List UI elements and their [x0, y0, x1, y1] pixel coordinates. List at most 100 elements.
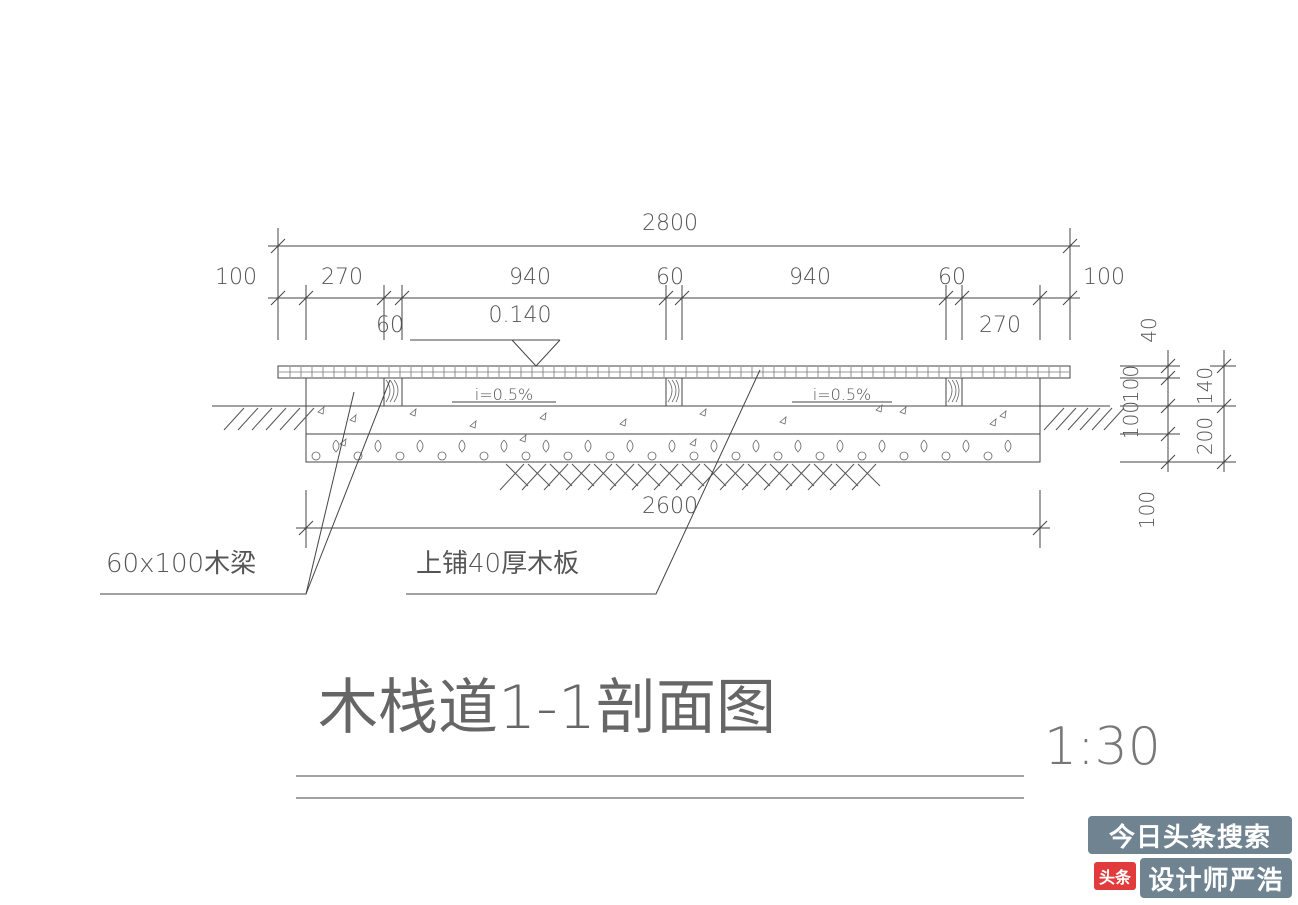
ground-hatch-line	[251, 407, 273, 431]
ground-hatch-line	[1079, 407, 1101, 431]
dim-940-a: 940	[509, 265, 551, 290]
subsoil-hatch-line	[593, 463, 617, 487]
elevation-value: 0.140	[489, 303, 552, 328]
concrete-triangle	[409, 408, 417, 417]
gravel-stone	[752, 439, 760, 453]
structure	[305, 377, 1041, 463]
top-dimension-lines	[268, 228, 1080, 340]
label-beam: 60x100木梁	[106, 549, 256, 579]
gravel-stone	[332, 439, 340, 453]
watermark-author: 设计师严浩	[1140, 858, 1292, 898]
dim-v-140: 140	[1193, 367, 1217, 405]
dim-left-100: 100	[215, 265, 257, 290]
gravel-circle	[311, 451, 321, 461]
concrete-triangle	[699, 408, 707, 417]
subsoil-hatch-line	[527, 463, 551, 487]
gravel-circle	[731, 451, 741, 461]
subsoil-hatch-line	[631, 463, 657, 491]
concrete-aggregate	[317, 404, 1007, 447]
concrete-triangle	[469, 420, 477, 429]
subsoil-hatch-line	[769, 463, 793, 487]
gravel-circle	[983, 451, 993, 461]
title-underlines	[296, 775, 1024, 799]
beam-hatch	[385, 379, 960, 403]
subsoil-hatch-line	[543, 463, 569, 491]
concrete-triangle	[339, 438, 347, 447]
gravel-circle	[941, 451, 951, 461]
drawing-scale: 1:30	[1044, 717, 1161, 777]
gravel-circle	[605, 451, 615, 461]
right-dimensions	[1120, 350, 1236, 472]
ground-hatch	[223, 407, 1125, 491]
subsoil-hatch-line	[785, 463, 811, 491]
subsoil-hatch-line	[681, 463, 705, 487]
subsoil-hatch-line	[549, 463, 573, 487]
gravel-circle	[773, 451, 783, 461]
label-deck: 上铺40厚木板	[416, 549, 579, 579]
gravel-stone	[962, 439, 970, 453]
subsoil-hatch-line	[835, 463, 859, 487]
gravel-stone	[668, 439, 676, 453]
gravel-circle	[353, 451, 363, 461]
ground-hatch-line	[223, 407, 245, 431]
ground-hatch-line	[279, 407, 301, 431]
gravel-circle	[437, 451, 447, 461]
gravel-stone	[584, 439, 592, 453]
subsoil-hatch-line	[719, 463, 745, 491]
concrete-triangle	[989, 418, 997, 427]
gravel-circle	[815, 451, 825, 461]
gravel-stone	[416, 439, 424, 453]
dim-bottom-2600: 2600	[642, 494, 698, 519]
ground-hatch-line	[265, 407, 287, 431]
subsoil-hatch-line	[615, 463, 639, 487]
gravel-aggregate	[311, 439, 1012, 461]
subsoil-hatch-line	[571, 463, 595, 487]
dim-v-40: 40	[1137, 317, 1161, 342]
gravel-stone	[626, 439, 634, 453]
subsoil-hatch-line	[505, 463, 529, 487]
concrete-triangle	[519, 434, 527, 443]
concrete-triangle	[619, 418, 627, 427]
gravel-stone	[794, 439, 802, 453]
gravel-stone	[458, 439, 466, 453]
concrete-triangle	[539, 412, 547, 421]
concrete-triangle	[317, 406, 325, 415]
subsoil-hatch-line	[747, 463, 771, 487]
dim-v-200: 200	[1193, 417, 1217, 455]
gravel-circle	[857, 451, 867, 461]
subsoil-hatch-line	[791, 463, 815, 487]
ground-hatch-line	[1103, 407, 1125, 431]
dim-60-left: 60	[376, 313, 404, 338]
subsoil-hatch-line	[521, 463, 547, 491]
subsoil-hatch-line	[499, 463, 525, 491]
dim-270-left: 270	[321, 265, 363, 290]
gravel-stone	[1004, 439, 1012, 453]
dim-total-2800: 2800	[642, 211, 698, 236]
dim-270-right: 270	[979, 313, 1021, 338]
ground-hatch-line	[293, 407, 315, 431]
gravel-circle	[689, 451, 699, 461]
ground-hatch-line	[237, 407, 259, 431]
subsoil-hatch-line	[653, 463, 679, 491]
subsoil-hatch-line	[857, 463, 881, 487]
gravel-stone	[374, 439, 382, 453]
gravel-stone	[878, 439, 886, 453]
gravel-circle	[647, 451, 657, 461]
watermark-search: 今日头条搜索	[1088, 816, 1292, 854]
dim-v-100-a: 100	[1119, 365, 1143, 403]
drawing-title: 木栈道1-1剖面图	[318, 673, 776, 743]
gravel-stone	[500, 439, 508, 453]
subsoil-hatch-line	[851, 463, 877, 491]
concrete-triangle	[999, 410, 1007, 419]
gravel-circle	[521, 451, 531, 461]
deck-plank-ticks	[289, 367, 1061, 377]
ground-hatch-line	[1043, 407, 1065, 431]
subsoil-hatch-line	[565, 463, 591, 491]
bottom-dimension	[296, 490, 1050, 548]
ground-hatch-line	[1067, 407, 1089, 431]
concrete-triangle	[689, 438, 697, 447]
gravel-circle	[563, 451, 573, 461]
watermark-logo-tag: 头条	[1094, 862, 1136, 890]
subsoil-hatch-line	[829, 463, 855, 491]
